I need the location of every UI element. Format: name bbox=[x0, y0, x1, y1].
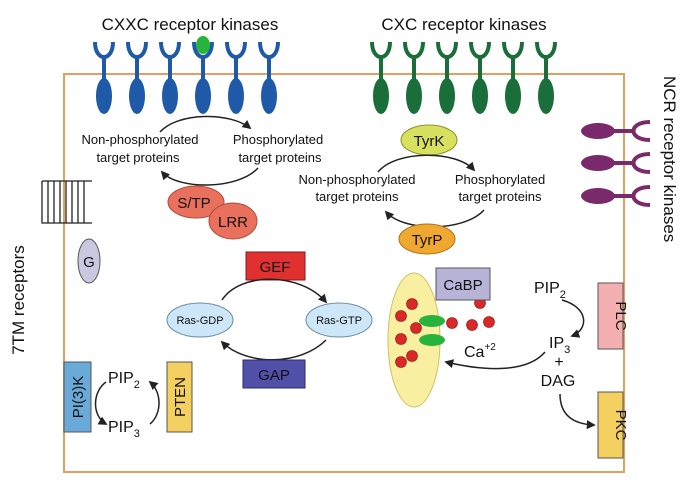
cxc-receptors bbox=[370, 41, 557, 114]
gap-label: GAP bbox=[258, 367, 290, 384]
cxc-receptor bbox=[535, 41, 557, 114]
tyrp-enzyme bbox=[398, 223, 456, 255]
calcium-ion bbox=[446, 317, 458, 329]
cxxc-receptors bbox=[93, 36, 280, 114]
calcium-ion bbox=[395, 310, 407, 322]
lrr-label: LRR bbox=[218, 214, 248, 231]
calcium-ion bbox=[483, 316, 495, 328]
plc-ip3-label: IP3 bbox=[549, 335, 570, 356]
plc-label: PLC bbox=[612, 301, 629, 330]
cxxc-title: CXXC receptor kinases bbox=[102, 15, 279, 34]
gef-label: GEF bbox=[260, 259, 291, 276]
ncr-title: NCR receptor kinases bbox=[660, 76, 679, 242]
calcium-ion bbox=[410, 322, 422, 334]
left-non-phos-line1: Non-phosphorylated bbox=[81, 132, 198, 147]
pten-label: PTEN bbox=[172, 377, 189, 417]
right-non-phos-line2: target proteins bbox=[315, 189, 399, 204]
ras-gdp bbox=[166, 302, 234, 338]
gap-box bbox=[242, 359, 306, 389]
plc-pip2-label: PIP2 bbox=[534, 280, 566, 301]
ras-arrow-bottom bbox=[220, 339, 327, 361]
stp-enzyme bbox=[167, 185, 225, 219]
pip2-to-ip3-arrow bbox=[561, 299, 585, 338]
cxxc-receptor bbox=[93, 41, 115, 114]
left-phos-line2: target proteins bbox=[238, 150, 322, 165]
ras-gtp-label: Ras-GTP bbox=[316, 315, 362, 327]
cxc-receptor bbox=[436, 41, 458, 114]
ras-gdp-label: Ras-GDP bbox=[176, 315, 223, 327]
cxc-title: CXC receptor kinases bbox=[381, 15, 546, 34]
calcium-ion bbox=[395, 356, 407, 368]
cxc-receptor bbox=[403, 41, 425, 114]
pip2-to-pip3-arrow bbox=[94, 381, 108, 425]
cxxc-receptor bbox=[192, 36, 214, 114]
pkc-box bbox=[597, 391, 624, 459]
pi3k-box bbox=[63, 361, 92, 433]
cxxc-receptor bbox=[258, 41, 280, 114]
ncr-receptor bbox=[581, 185, 651, 207]
cell-membrane bbox=[63, 73, 625, 473]
left-phos-line1: Phosphorylated bbox=[233, 132, 323, 147]
cxc-receptor bbox=[502, 41, 524, 114]
pkc-label: PKC bbox=[612, 410, 629, 441]
ras-arrow-top bbox=[221, 278, 328, 304]
lrr-domain bbox=[208, 202, 258, 240]
stp-label: S/TP bbox=[177, 195, 210, 212]
calcium-ion bbox=[406, 350, 418, 362]
dag-label: DAG bbox=[541, 373, 576, 390]
calcium-ion bbox=[406, 298, 418, 310]
calcium-ion bbox=[395, 333, 407, 345]
ca-channel-upper bbox=[419, 315, 445, 327]
pten-box bbox=[166, 361, 193, 433]
cxc-receptor bbox=[370, 41, 392, 114]
cabp-box bbox=[435, 267, 491, 301]
ip3-to-vesicle-arrow bbox=[444, 351, 546, 370]
left-cycle-arrow-top bbox=[159, 115, 252, 133]
pi3k-pip2-label: PIP2 bbox=[108, 370, 140, 391]
ncr-receptor bbox=[581, 152, 651, 174]
cabp-label: CaBP bbox=[443, 277, 482, 294]
right-phos-line2: target proteins bbox=[458, 189, 542, 204]
calcium-ion bbox=[466, 319, 478, 331]
left-non-phos-line2: target proteins bbox=[96, 150, 180, 165]
plc-box bbox=[597, 282, 624, 350]
cxxc-receptor bbox=[225, 41, 247, 114]
ncr-receptor bbox=[581, 120, 651, 142]
pi3k-pip3-label: PIP3 bbox=[108, 419, 140, 440]
cxxc-receptor bbox=[159, 41, 181, 114]
dag-to-pkc-arrow bbox=[559, 393, 596, 430]
ca-label: Ca+2 bbox=[464, 342, 496, 361]
ras-gtp bbox=[305, 302, 373, 338]
tyrk-label: TyrK bbox=[414, 133, 445, 150]
gef-box bbox=[245, 251, 306, 281]
tm7-title: 7TM receptors bbox=[9, 245, 28, 355]
ca-channel-lower bbox=[419, 334, 445, 346]
cxxc-receptor bbox=[126, 41, 148, 114]
g-protein bbox=[77, 238, 101, 284]
right-phos-line1: Phosphorylated bbox=[455, 172, 545, 187]
right-non-phos-line1: Non-phosphorylated bbox=[298, 172, 415, 187]
ligand-dot bbox=[196, 36, 210, 54]
left-cycle-arrow-bottom bbox=[160, 167, 259, 186]
plus-sign: + bbox=[554, 354, 563, 371]
pip3-to-pip2-arrow bbox=[148, 380, 160, 425]
tm7-receptor bbox=[41, 180, 92, 224]
cxc-receptor bbox=[469, 41, 491, 114]
ncr-receptors bbox=[581, 120, 651, 207]
tyrp-label: TyrP bbox=[412, 232, 443, 249]
pi3k-label: PI(3)K bbox=[70, 376, 87, 419]
right-cycle-arrow-top bbox=[377, 154, 476, 173]
g-protein-label: G bbox=[83, 254, 95, 271]
